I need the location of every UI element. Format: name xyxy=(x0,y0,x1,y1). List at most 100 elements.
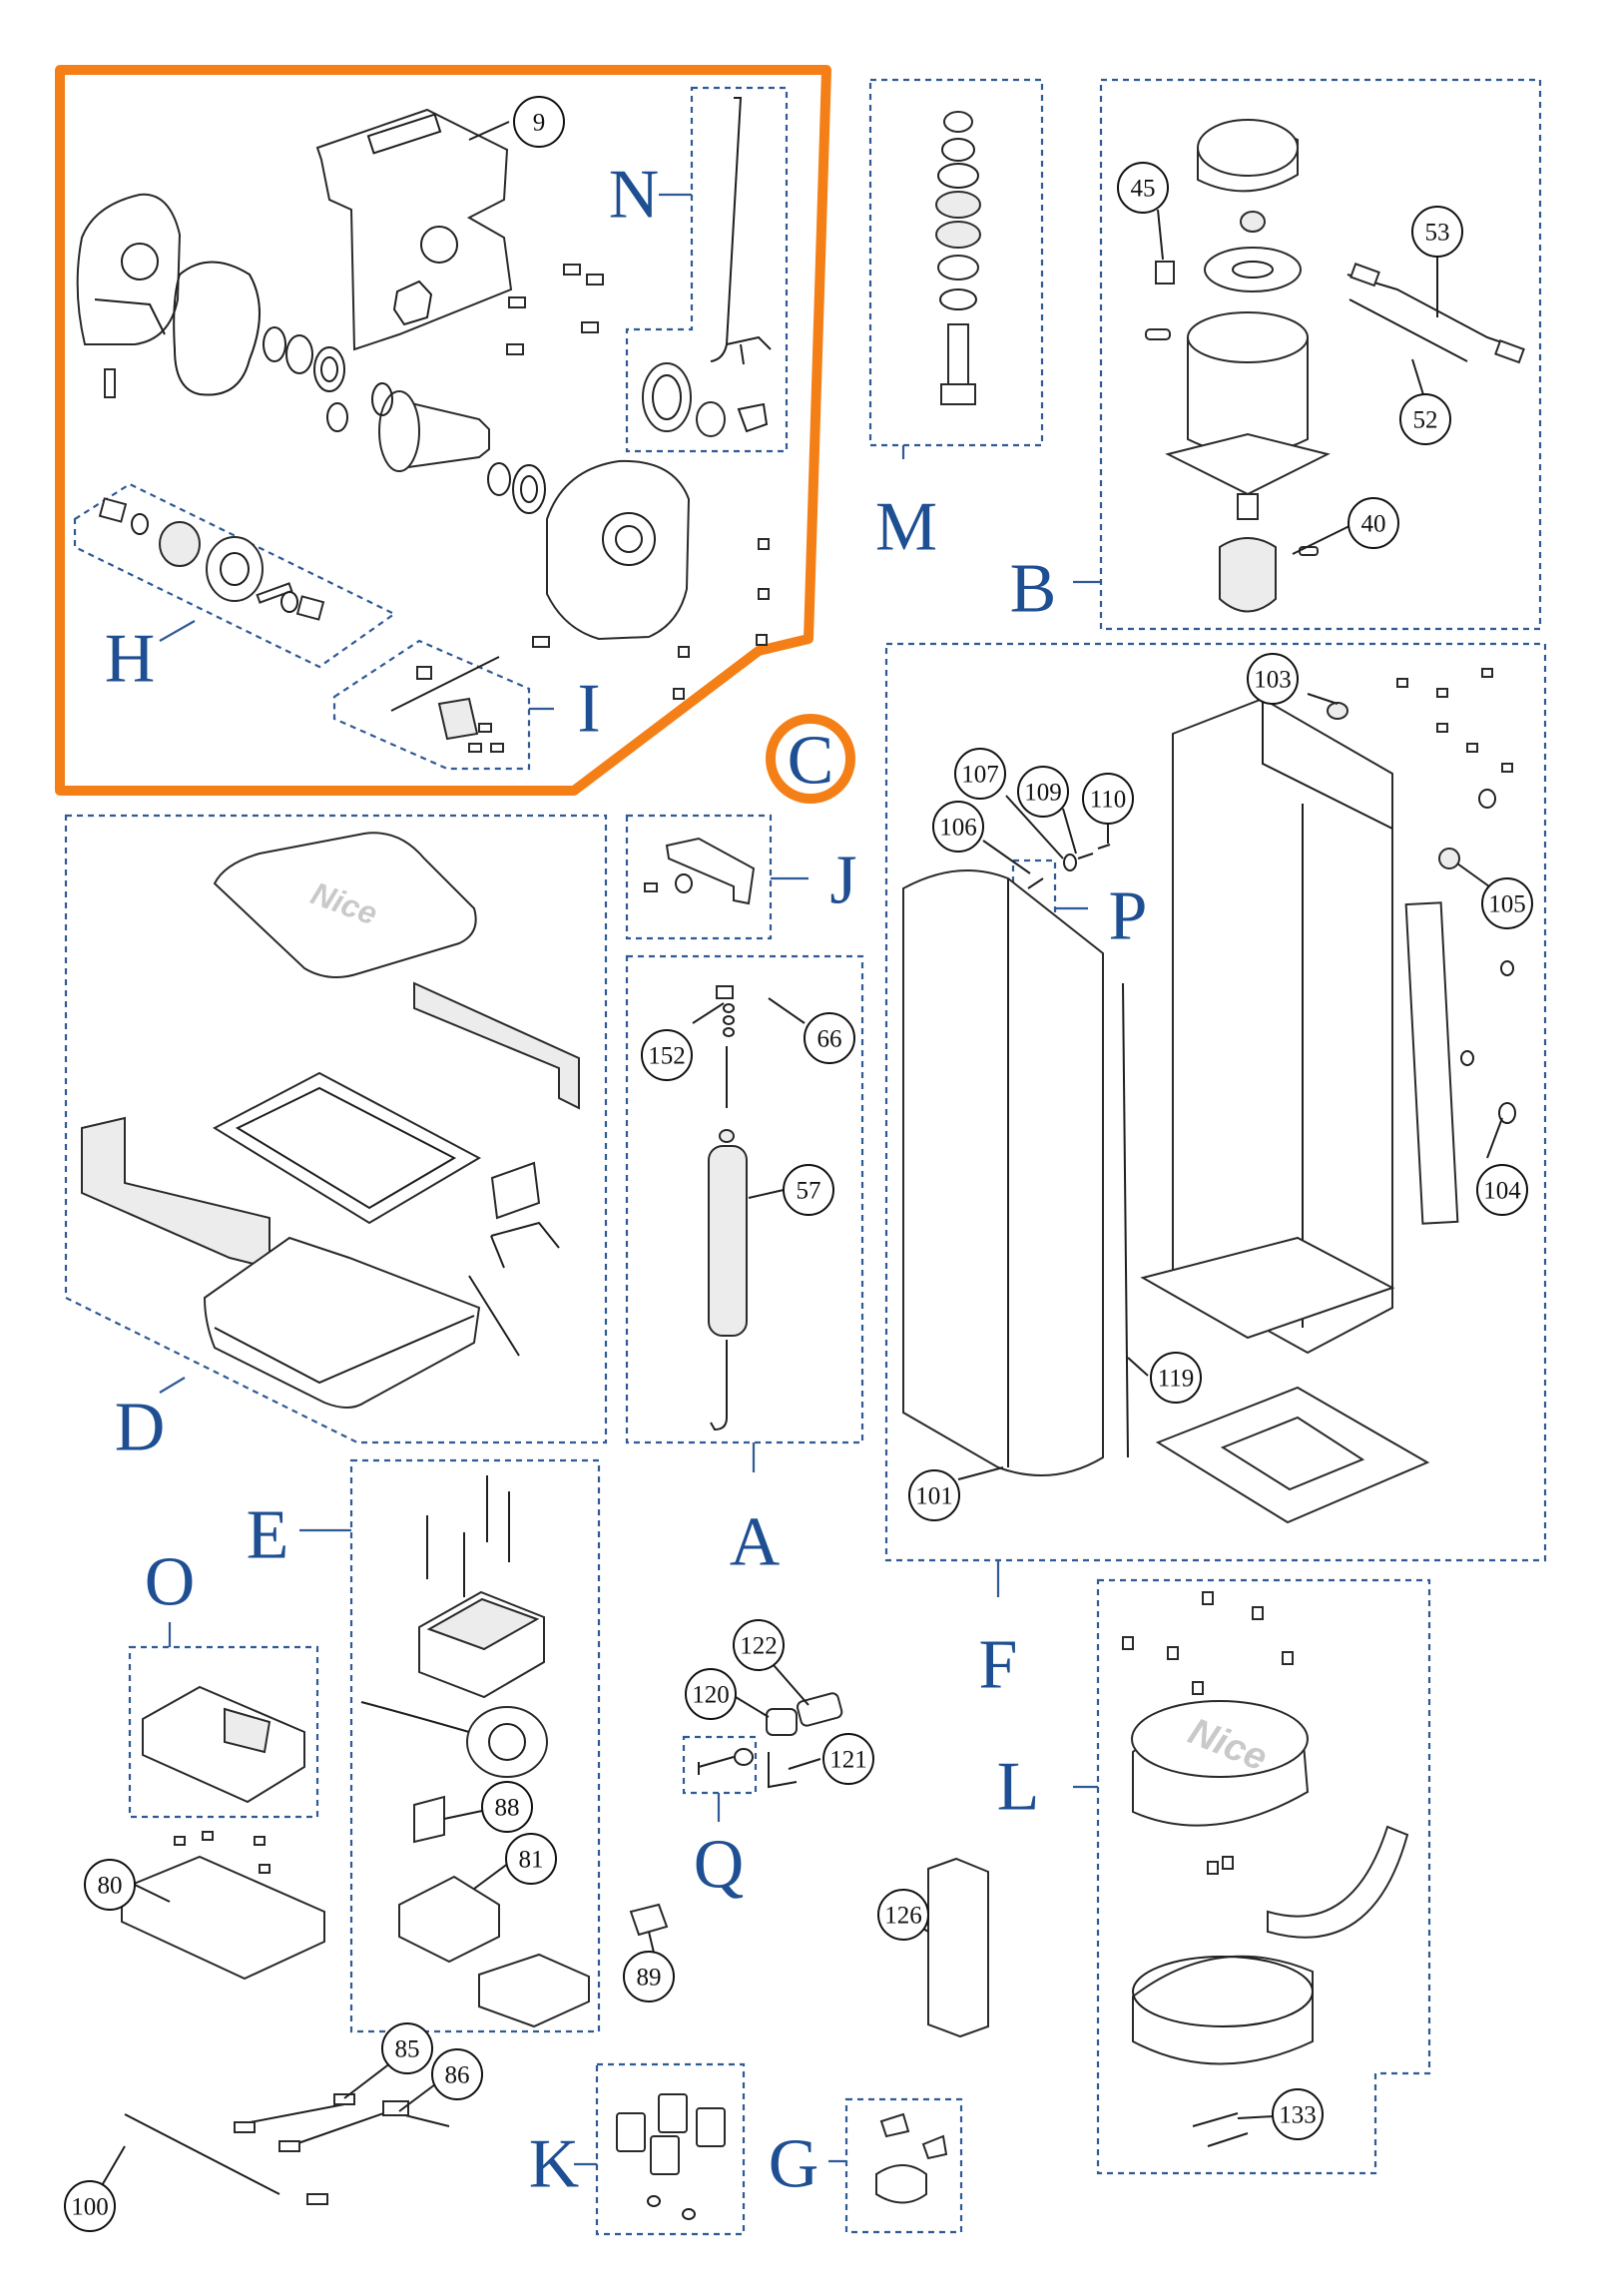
callout-circle xyxy=(641,1029,693,1081)
seal-frame xyxy=(212,1071,482,1225)
callout-circle xyxy=(822,1733,874,1785)
cable-86 xyxy=(288,2109,450,2147)
column-base xyxy=(1140,1236,1395,1340)
lock-Q-drawing xyxy=(698,1692,843,1789)
group-letter-a: A xyxy=(730,1504,781,1581)
callout-number: 100 xyxy=(71,2194,109,2221)
H-large-gear xyxy=(206,536,264,602)
callout-number: 86 xyxy=(445,2062,470,2089)
callout-number: 53 xyxy=(1425,220,1450,247)
frame-L xyxy=(1096,1578,1431,2175)
callout-number: 121 xyxy=(829,1747,867,1774)
callout-number: 57 xyxy=(797,1178,821,1205)
group-letter-h: H xyxy=(105,621,156,698)
part-callout-152: 152 xyxy=(641,1029,693,1081)
callout-circle xyxy=(513,96,565,148)
frame-F xyxy=(884,642,1547,1562)
callout-number: 109 xyxy=(1024,780,1062,807)
right-housing-bore xyxy=(602,512,656,566)
motor-flange xyxy=(1165,432,1331,496)
part-callout-66: 66 xyxy=(804,1012,855,1064)
motor-E xyxy=(466,1706,548,1778)
group-letter-c: C xyxy=(788,723,834,800)
part-callout-80: 80 xyxy=(84,1859,136,1911)
part-callout-45: 45 xyxy=(1117,162,1169,214)
seal-2-inner xyxy=(520,475,538,503)
part-callout-109: 109 xyxy=(1017,766,1069,818)
callout-number: 152 xyxy=(648,1043,686,1070)
L-screws xyxy=(1122,1591,1294,1875)
callout-number: 107 xyxy=(961,762,999,789)
callout-number: 89 xyxy=(637,1965,662,1992)
G-lens xyxy=(875,2164,927,2204)
callout-circle xyxy=(381,2022,433,2074)
part-callout-106: 106 xyxy=(932,801,984,853)
base-tray xyxy=(203,1236,481,1409)
part-89-drawing xyxy=(629,1903,669,1937)
frame-G xyxy=(844,2097,963,2234)
I-rod xyxy=(390,656,500,712)
group-letter-p: P xyxy=(1109,878,1148,955)
callout-circle xyxy=(1348,497,1399,549)
cable-85 xyxy=(239,2103,345,2125)
ring-N-drawing xyxy=(642,362,692,432)
column-screws xyxy=(1396,668,1516,1124)
callout-circle xyxy=(908,1469,960,1521)
L-base xyxy=(1132,1955,1314,2065)
callout-circle xyxy=(932,801,984,853)
callout-circle xyxy=(431,2048,483,2100)
small-bracket xyxy=(490,1161,541,1220)
plate-cutout xyxy=(392,280,433,326)
J-drawing xyxy=(644,837,756,905)
seal-1 xyxy=(487,462,511,496)
frame-K xyxy=(595,2062,746,2236)
callout-number: 40 xyxy=(1361,511,1386,538)
group-letter-i: I xyxy=(577,671,600,748)
right-housing-drawing xyxy=(546,459,691,641)
callout-circle xyxy=(1117,162,1169,214)
rings-drawing xyxy=(263,326,348,432)
top-L-drawing xyxy=(1122,1591,1409,2147)
cable-52 xyxy=(1348,298,1468,362)
callout-circle xyxy=(481,1781,533,1833)
lock-clip-121 xyxy=(768,1752,798,1789)
part-callout-101: 101 xyxy=(908,1469,960,1521)
shaft-gear xyxy=(378,390,420,472)
seal-2 xyxy=(512,464,546,514)
part-callout-120: 120 xyxy=(685,1668,737,1720)
frame-B xyxy=(1099,78,1542,631)
top-cover xyxy=(213,832,477,978)
callout-circle xyxy=(1481,877,1533,929)
frame-N xyxy=(625,86,789,453)
part-callout-105: 105 xyxy=(1481,877,1533,929)
part-callout-81: 81 xyxy=(505,1833,557,1885)
part-callout-40: 40 xyxy=(1348,497,1399,549)
callout-number: 106 xyxy=(939,815,977,842)
key-drawing xyxy=(698,1756,735,1775)
profile-126-drawing xyxy=(927,1857,989,2038)
leader-lines xyxy=(159,193,1101,2166)
worm-40 xyxy=(1219,537,1277,613)
lock-body-122 xyxy=(796,1692,843,1727)
callout-number: 88 xyxy=(495,1795,520,1822)
callout-number: 133 xyxy=(1279,2102,1317,2129)
I-mechanism xyxy=(437,697,479,741)
callout-circle xyxy=(1399,393,1451,445)
highlight-badge-circle xyxy=(766,714,855,804)
callout-circle xyxy=(1247,653,1299,705)
callout-circle xyxy=(954,748,1006,800)
gearbox-drawings xyxy=(76,97,772,753)
strap-right xyxy=(413,981,580,1110)
frame-M xyxy=(868,78,1044,447)
board-screws xyxy=(174,1831,270,1874)
callout-circle xyxy=(783,1164,834,1216)
frame-A xyxy=(625,954,864,1444)
callout-circle xyxy=(1017,766,1069,818)
long-rod xyxy=(468,1275,520,1357)
E-bracket xyxy=(478,1953,590,2028)
callout-circle xyxy=(877,1889,929,1941)
group-letter-q: Q xyxy=(694,1827,745,1904)
cover-101-drawing xyxy=(902,869,1104,1476)
frame-J xyxy=(625,814,773,940)
callout-number: 122 xyxy=(740,1633,778,1660)
